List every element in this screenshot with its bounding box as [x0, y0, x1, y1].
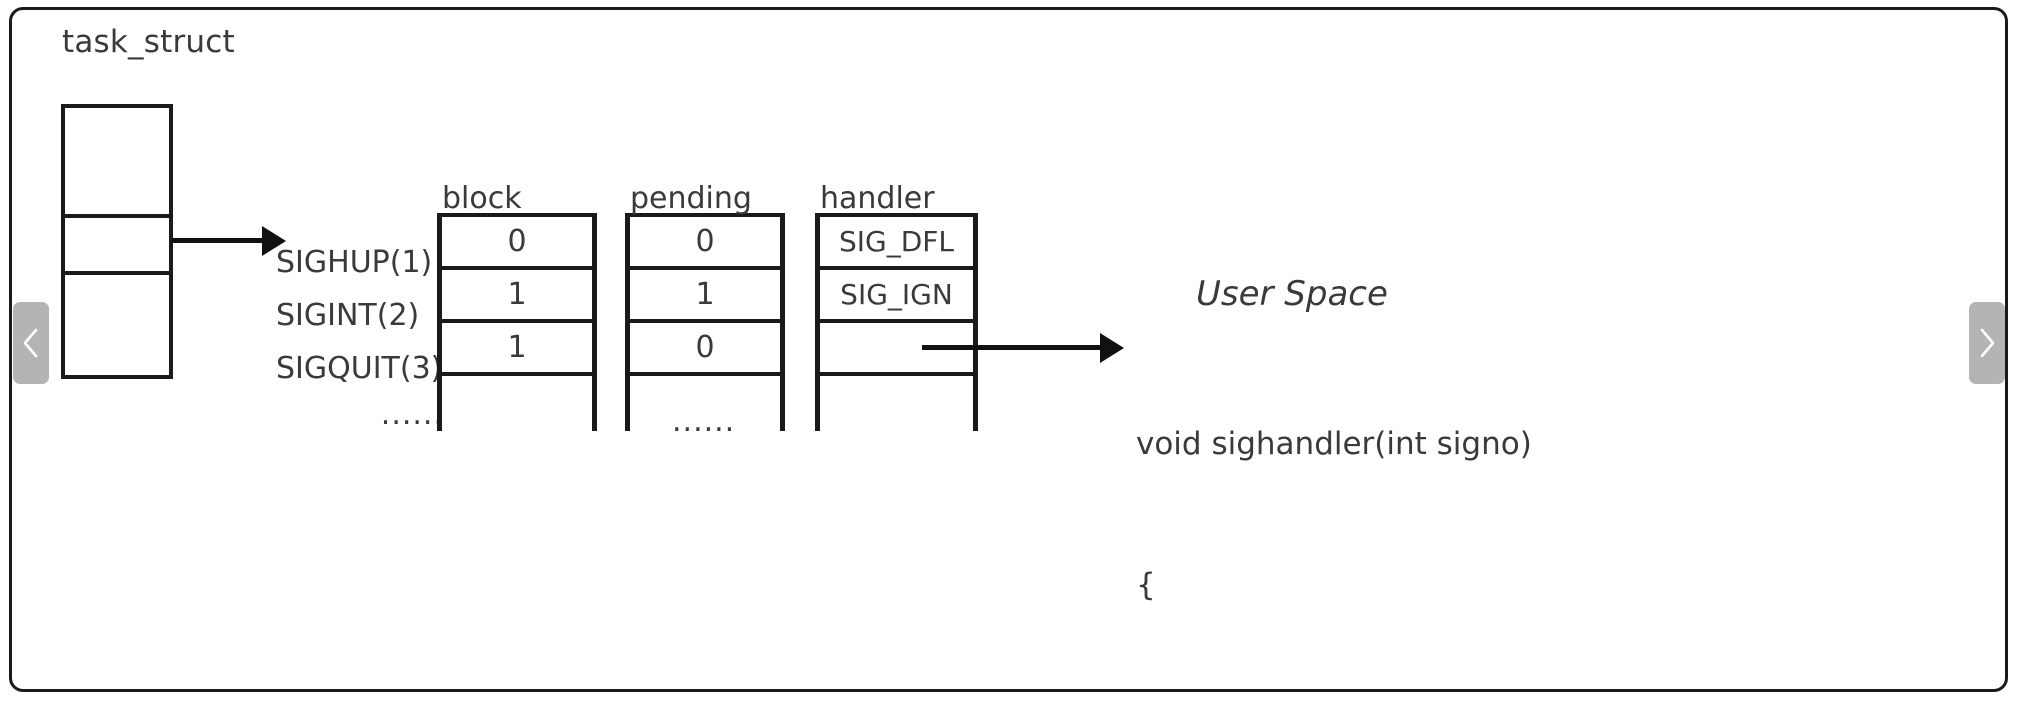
handler-to-user-space-arrow	[922, 345, 1108, 350]
block-column: block 0 1 1	[437, 181, 597, 431]
signal-name-list: SIGHUP(1) SIGINT(2) SIGQUIT(3) ......	[276, 236, 446, 448]
user-space-label: User Space	[1196, 274, 1388, 314]
pending-cell-0: 0	[630, 217, 780, 270]
pending-column: pending 0 1 0	[625, 181, 785, 431]
signal-label-sigint: SIGINT(2)	[276, 298, 420, 333]
pending-column-header: pending	[630, 181, 752, 216]
code-line-open-brace: {	[1136, 567, 1156, 603]
carousel-next-button[interactable]	[1969, 302, 2005, 384]
handler-column-header: handler	[820, 181, 935, 216]
handler-cell-3	[820, 376, 973, 429]
task-struct-divider-2	[65, 271, 169, 275]
block-column-header: block	[442, 181, 522, 216]
page-title: task_struct	[62, 24, 235, 60]
signal-label-ellipsis: ......	[380, 397, 444, 432]
code-line-signature: void sighandler(int signo)	[1136, 426, 1532, 462]
task-struct-to-signal-table-arrowhead	[262, 226, 286, 256]
pending-column-ellipsis: ......	[672, 404, 736, 439]
user-space-code-block: void sighandler(int signo) { ...... }	[1136, 327, 1532, 701]
task-struct-box	[61, 104, 173, 379]
handler-cell-1: SIG_IGN	[820, 270, 973, 323]
pending-cell-2: 0	[630, 323, 780, 376]
chevron-left-icon	[21, 326, 41, 360]
handler-cell-0: SIG_DFL	[820, 217, 973, 270]
block-cell-0: 0	[442, 217, 592, 270]
chevron-right-icon	[1977, 326, 1997, 360]
handler-cell-2	[820, 323, 973, 376]
block-cell-1: 1	[442, 270, 592, 323]
task-struct-divider-1	[65, 214, 169, 218]
handler-column: handler SIG_DFL SIG_IGN	[815, 181, 978, 431]
handler-to-user-space-arrowhead	[1100, 333, 1124, 363]
block-cell-3	[442, 376, 592, 429]
signal-label-sighup: SIGHUP(1)	[276, 245, 433, 280]
task-struct-to-signal-table-arrow	[172, 238, 270, 243]
block-cell-2: 1	[442, 323, 592, 376]
signal-label-sigquit: SIGQUIT(3)	[276, 351, 443, 386]
pending-cell-1: 1	[630, 270, 780, 323]
carousel-prev-button[interactable]	[13, 302, 49, 384]
